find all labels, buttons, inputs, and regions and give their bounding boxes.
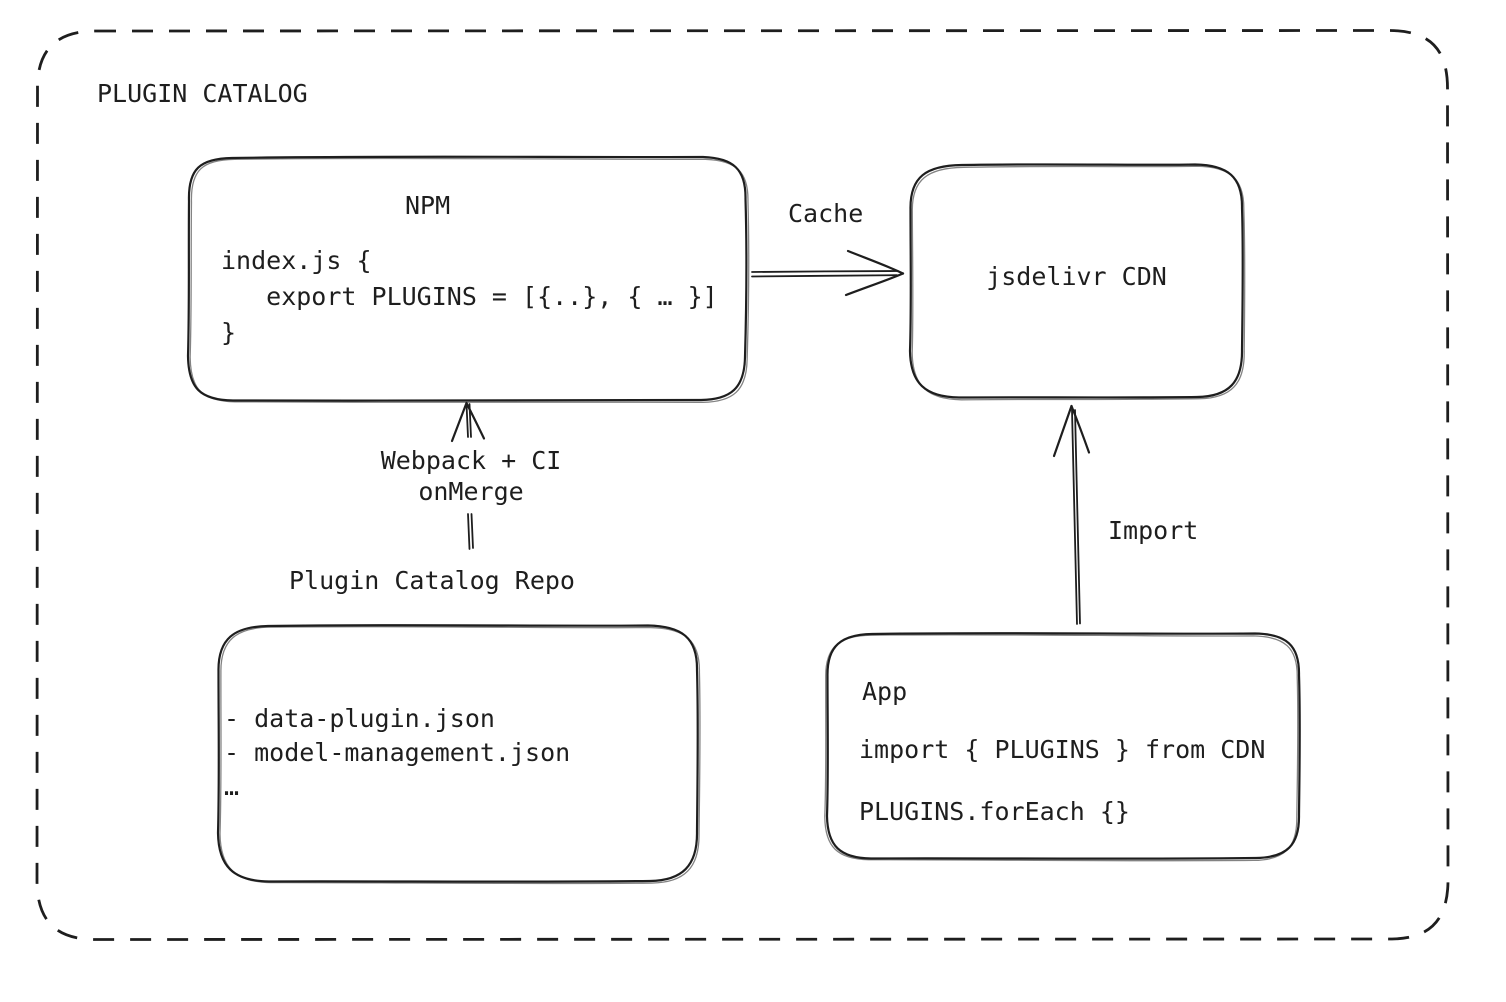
app-node-code: import { PLUGINS } from CDN PLUGINS.forE… bbox=[859, 735, 1266, 826]
npm-node-title: NPM bbox=[405, 191, 451, 220]
cdn-node-label: jsdelivr CDN bbox=[986, 262, 1167, 291]
cache-edge-label: Cache bbox=[788, 199, 864, 228]
npm-node-code: index.js { export PLUGINS = [{..}, { … }… bbox=[221, 246, 718, 347]
build-arrow bbox=[450, 401, 486, 550]
import-arrow bbox=[1052, 404, 1091, 625]
repo-node-code: - data-plugin.json - model-management.js… bbox=[224, 704, 571, 801]
outer-dashed-border bbox=[35, 29, 1450, 941]
diagram-title: PLUGIN CATALOG bbox=[97, 79, 308, 108]
app-node-title: App bbox=[862, 677, 908, 706]
cache-arrow bbox=[751, 249, 905, 297]
import-edge-label: Import bbox=[1108, 516, 1199, 545]
build-edge-label: Webpack + CI onMerge bbox=[380, 446, 562, 506]
repo-node-label: Plugin Catalog Repo bbox=[289, 566, 575, 595]
